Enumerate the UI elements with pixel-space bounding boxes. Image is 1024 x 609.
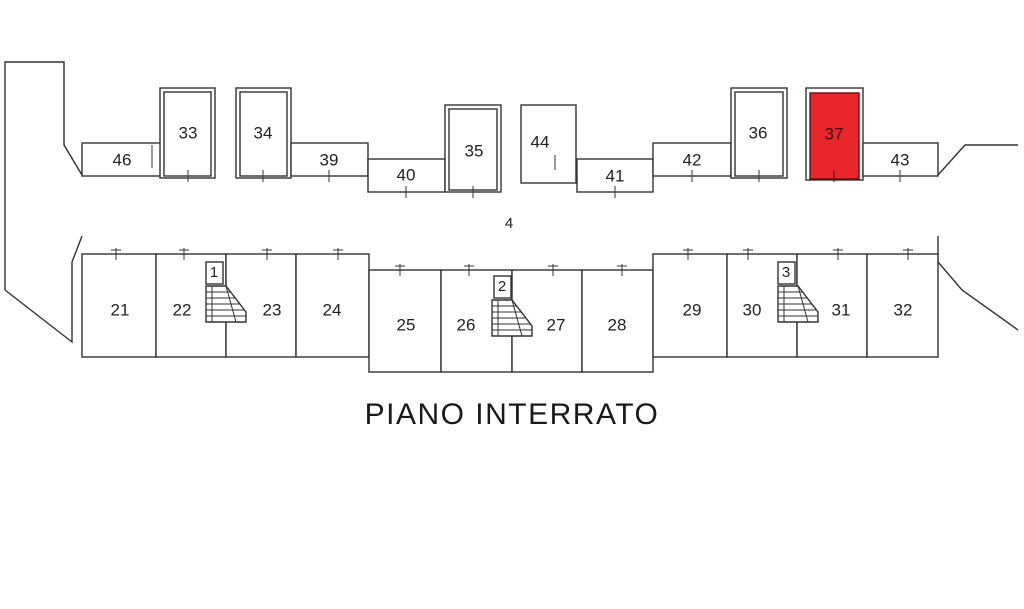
unit-33-label: 33 (179, 123, 198, 142)
stair-1-label: 1 (210, 264, 218, 281)
stair-1: 1 (205, 261, 247, 323)
unit-41[interactable]: 41 (576, 158, 654, 198)
unit-32[interactable]: 32 (866, 248, 939, 358)
unit-36[interactable]: 36 (730, 87, 788, 182)
unit-39-label: 39 (320, 150, 339, 169)
unit-34[interactable]: 34 (235, 87, 292, 182)
unit-39[interactable]: 39 (290, 142, 369, 182)
stair-3: 3 (777, 261, 819, 323)
stair-2-label: 2 (498, 278, 506, 295)
unit-42-label: 42 (683, 150, 702, 169)
unit-37[interactable]: 37 (805, 87, 864, 182)
unit-32-label: 32 (894, 300, 913, 319)
unit-23-label: 23 (263, 300, 282, 319)
unit-28-label: 28 (608, 315, 627, 334)
unit-46-label: 46 (113, 150, 132, 169)
stair-3-label: 3 (782, 264, 790, 281)
unit-46[interactable]: 46 (81, 142, 164, 177)
unit-25[interactable]: 25 (368, 264, 442, 373)
unit-28[interactable]: 28 (581, 264, 654, 373)
unit-21-label: 21 (111, 300, 130, 319)
unit-36-label: 36 (749, 123, 768, 142)
unit-42[interactable]: 42 (652, 142, 732, 182)
floor-title: PIANO INTERRATO (364, 398, 660, 431)
unit-35-label: 35 (465, 141, 484, 160)
unit-24[interactable]: 24 (295, 248, 370, 358)
unit-33[interactable]: 33 (159, 87, 216, 182)
unit-24-label: 24 (323, 300, 342, 319)
unit-34-label: 34 (254, 123, 273, 142)
unit-43[interactable]: 43 (862, 142, 939, 182)
unit-40-label: 40 (397, 165, 416, 184)
unit-43-label: 43 (891, 150, 910, 169)
unit-41-label: 41 (606, 166, 625, 185)
unit-22-label: 22 (173, 300, 192, 319)
unit-26-label: 26 (457, 315, 476, 334)
unit-44[interactable]: 44 (520, 104, 577, 184)
stair-2-icon (491, 299, 533, 337)
unit-31-label: 31 (832, 300, 851, 319)
unit-37-label: 37 (825, 124, 844, 143)
unit-29[interactable]: 29 (652, 248, 728, 358)
unit-27-label: 27 (547, 315, 566, 334)
unit-31[interactable]: 31 (796, 248, 868, 358)
unit-21[interactable]: 21 (81, 248, 157, 358)
stair-2: 2 (491, 275, 533, 337)
unit-25-label: 25 (397, 315, 416, 334)
stair-1-icon (205, 285, 247, 323)
corridor-label: 4 (505, 215, 513, 232)
unit-40[interactable]: 40 (367, 158, 446, 198)
stair-3-icon (777, 285, 819, 323)
right-wing (937, 144, 1019, 331)
unit-30-label: 30 (743, 300, 762, 319)
left-wing (4, 61, 83, 344)
unit-44-label: 44 (531, 132, 550, 151)
unit-35[interactable]: 35 (444, 104, 502, 198)
unit-29-label: 29 (683, 300, 702, 319)
